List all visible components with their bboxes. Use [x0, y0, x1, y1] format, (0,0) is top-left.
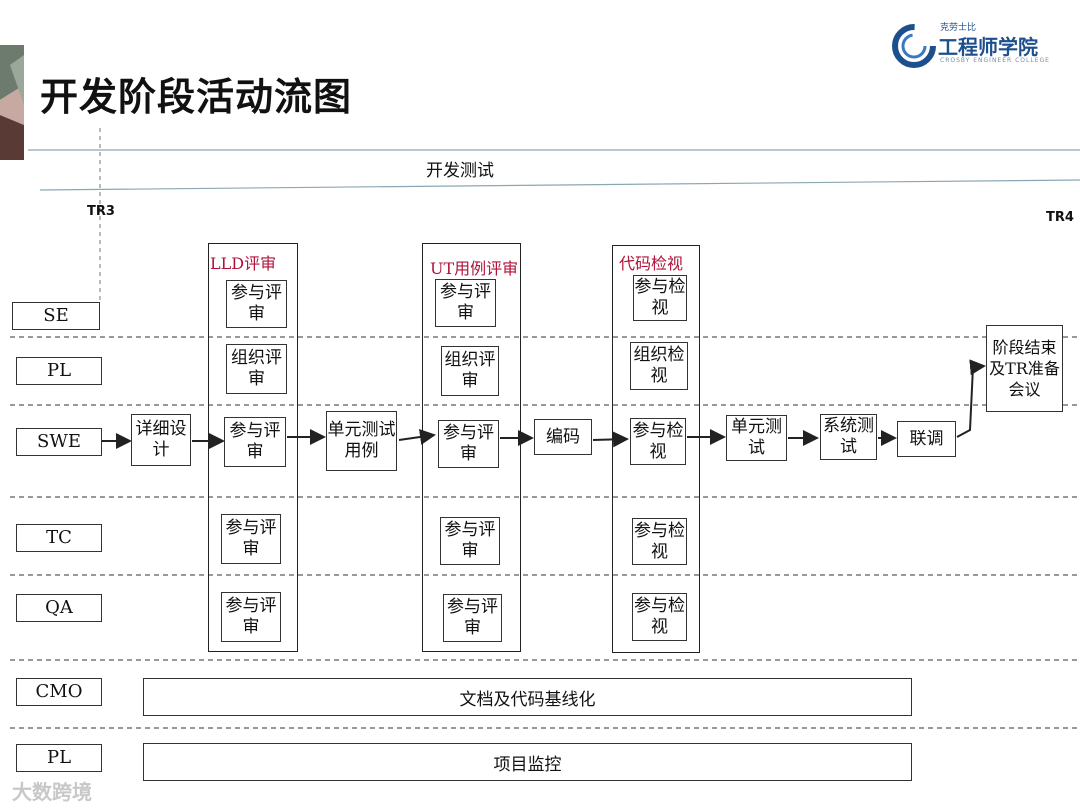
page-title: 开发阶段活动流图: [40, 75, 353, 119]
lld-swe-box: 参与评审: [224, 417, 286, 467]
logo-main-text: 工程师学院: [938, 35, 1038, 59]
phase-label: 开发测试: [426, 161, 494, 181]
ut-review-column: [422, 243, 521, 652]
college-logo: [892, 16, 1042, 72]
lld-tc-box: 参与评审: [221, 514, 281, 564]
project-monitor-bar: 项目监控: [143, 743, 912, 781]
ut-review-title: UT用例评审: [430, 259, 519, 278]
logo-small-text: 克劳士比: [940, 23, 977, 33]
logo-sub-text: CROSBY ENGINEER COLLEGE: [940, 57, 1050, 64]
code-swe-box: 参与检视: [630, 418, 686, 465]
ut-swe-box: 参与评审: [438, 420, 499, 468]
role-pl: PL: [16, 357, 102, 385]
lld-pl-box: 组织评审: [226, 344, 287, 394]
coding-box: 编码: [534, 419, 592, 455]
code-tc-box: 参与检视: [632, 518, 687, 565]
lld-review-title: LLD评审: [210, 254, 277, 273]
role-se: SE: [12, 302, 100, 330]
baseline-bar: 文档及代码基线化: [143, 678, 912, 716]
lld-review-column: [208, 243, 298, 652]
role-cmo: CMO: [16, 678, 102, 706]
unit-test-case-box: 单元测试用例: [326, 411, 397, 471]
code-se-box: 参与检视: [633, 275, 687, 321]
phase-end-meeting-box: 阶段结束及TR准备会议: [986, 325, 1063, 412]
role-swe: SWE: [16, 428, 102, 456]
ut-se-box: 参与评审: [435, 279, 496, 327]
role-tc: TC: [16, 524, 102, 552]
code-review-column: [612, 245, 700, 653]
detail-design-box: 详细设计: [131, 414, 191, 466]
role-qa: QA: [16, 594, 102, 622]
ut-pl-box: 组织评审: [441, 346, 499, 396]
corner-decoration: [0, 45, 24, 160]
lld-se-box: 参与评审: [226, 280, 287, 328]
ut-tc-box: 参与评审: [440, 517, 500, 565]
lld-qa-box: 参与评审: [221, 592, 281, 642]
code-pl-box: 组织检视: [630, 342, 688, 390]
unit-test-box: 单元测试: [726, 415, 787, 461]
watermark: 大数跨境: [12, 780, 92, 804]
ut-qa-box: 参与评审: [443, 594, 502, 642]
system-test-box: 系统测试: [820, 414, 877, 460]
code-review-title: 代码检视: [619, 254, 684, 273]
tr3-label: TR3: [87, 204, 115, 219]
role-pl-monitor: PL: [16, 744, 102, 772]
code-qa-box: 参与检视: [632, 593, 687, 641]
integration-box: 联调: [897, 421, 956, 457]
tr4-label: TR4: [1046, 210, 1074, 225]
